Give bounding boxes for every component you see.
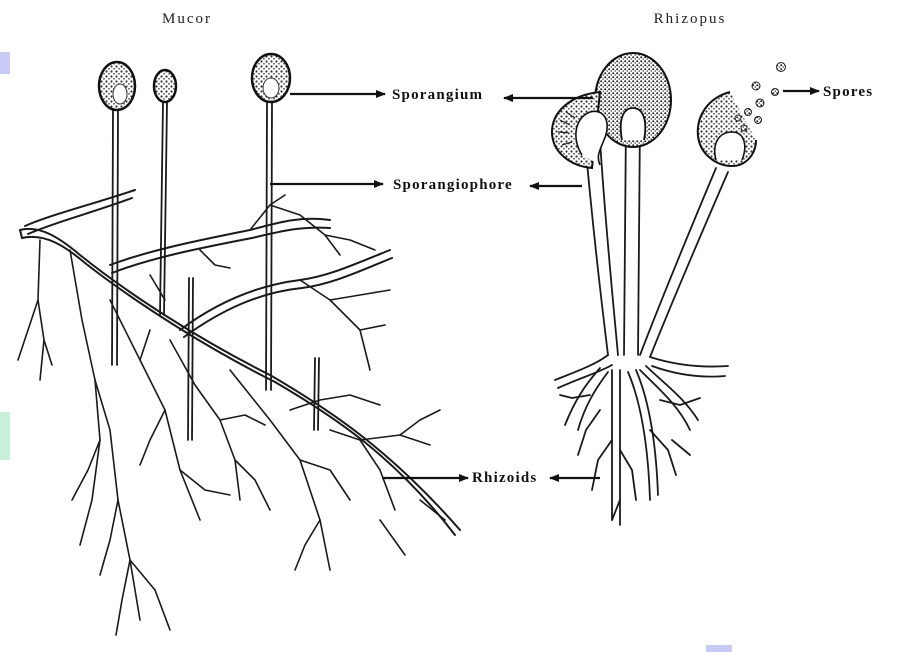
rhizopus-rhizoids (555, 355, 728, 525)
label-spores: Spores (783, 84, 873, 100)
label-spores-text: Spores (823, 84, 873, 100)
label-rhizoids-text: Rhizoids (472, 470, 537, 486)
rhizopus-illustration (552, 53, 786, 525)
mucor-sporangia (99, 54, 290, 110)
label-sporangiophore-text: Sporangiophore (393, 177, 513, 193)
title-rhizopus: Rhizopus (654, 11, 727, 27)
mucor-stolon (20, 190, 460, 535)
label-sporangium: Sporangium (290, 87, 593, 103)
label-sporangiophore: Sporangiophore (270, 177, 582, 193)
rhizopus-sporangia (552, 53, 786, 168)
mucor-sporangium-2 (154, 70, 176, 102)
title-mucor: Mucor (162, 11, 212, 27)
label-sporangium-text: Sporangium (392, 87, 483, 103)
mucor-illustration (18, 54, 460, 635)
